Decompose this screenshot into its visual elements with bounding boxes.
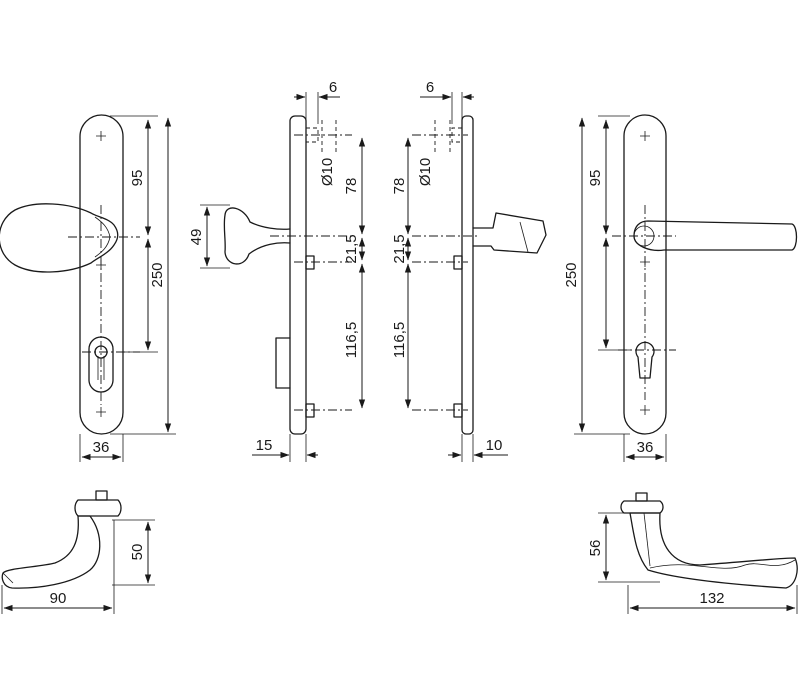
knob-side <box>223 207 291 265</box>
knob-outline <box>0 203 119 273</box>
screw-mark-top-right <box>640 131 650 141</box>
knob-top <box>1 515 101 589</box>
screw-boss-mid <box>305 255 315 270</box>
dim-15: 15 <box>256 437 273 454</box>
dim-90: 90 <box>50 590 67 607</box>
front-view-knob: 95 250 36 <box>0 114 176 462</box>
screw-boss-bottom-right <box>453 403 463 418</box>
side-view-lever: 6 Ø10 78 21,5 116,5 10 <box>391 79 547 462</box>
keyhole-profile <box>635 341 655 379</box>
dim-bore-left: Ø10 <box>319 158 336 186</box>
dim-bore-right: Ø10 <box>417 158 434 186</box>
dim-49: 49 <box>188 229 205 246</box>
square-spindle <box>306 127 319 143</box>
screw-mark-top <box>96 131 106 141</box>
dim-6-left: 6 <box>329 79 337 96</box>
top-view-lever: 56 132 <box>587 492 798 614</box>
rose-left <box>74 499 122 517</box>
dim-78-left: 78 <box>343 178 360 195</box>
dim-132: 132 <box>699 590 724 607</box>
screw-mark-bottom <box>96 407 106 417</box>
dim-250-right: 250 <box>563 262 580 287</box>
lever-front <box>633 220 798 252</box>
dim-56: 56 <box>587 540 604 557</box>
dim-116-5-right: 116,5 <box>391 322 408 358</box>
screw-boss-bottom <box>305 403 315 418</box>
dim-21-5-left: 21,5 <box>343 234 360 263</box>
screw-mark-mid <box>96 260 106 270</box>
dim-36-left: 36 <box>93 439 110 456</box>
plate-side-right <box>461 115 474 435</box>
dim-6-right: 6 <box>426 79 434 96</box>
dim-50: 50 <box>129 544 146 561</box>
rose-right <box>620 500 664 514</box>
screw-mark-mid-right <box>640 257 650 267</box>
dim-250-left: 250 <box>149 262 166 287</box>
plate-side <box>289 115 307 435</box>
square-stub-right <box>635 492 648 502</box>
backplate-outline-right <box>623 114 667 435</box>
dim-78-right: 78 <box>391 178 408 195</box>
dim-116-5-left: 116,5 <box>343 322 360 358</box>
latch-tab <box>275 337 291 389</box>
screw-boss-mid-right <box>453 255 463 270</box>
cylinder-hole <box>88 336 114 393</box>
lever-top-grip <box>649 559 796 569</box>
backplate-outline <box>79 114 124 435</box>
lever-top <box>629 512 798 589</box>
dim-95-right: 95 <box>587 170 604 187</box>
lever-side <box>472 212 547 254</box>
dim-36-right: 36 <box>637 439 654 456</box>
screw-mark-bottom-right <box>640 405 650 415</box>
square-stub-left <box>95 490 108 501</box>
front-view-lever: 95 250 36 <box>563 114 798 462</box>
dim-95-left: 95 <box>129 170 146 187</box>
dim-10: 10 <box>486 437 503 454</box>
side-view-knob: 49 6 Ø10 78 21,5 116,5 15 <box>188 79 366 462</box>
dim-21-5-right: 21,5 <box>391 234 408 263</box>
top-view-knob: 50 90 <box>1 490 155 614</box>
